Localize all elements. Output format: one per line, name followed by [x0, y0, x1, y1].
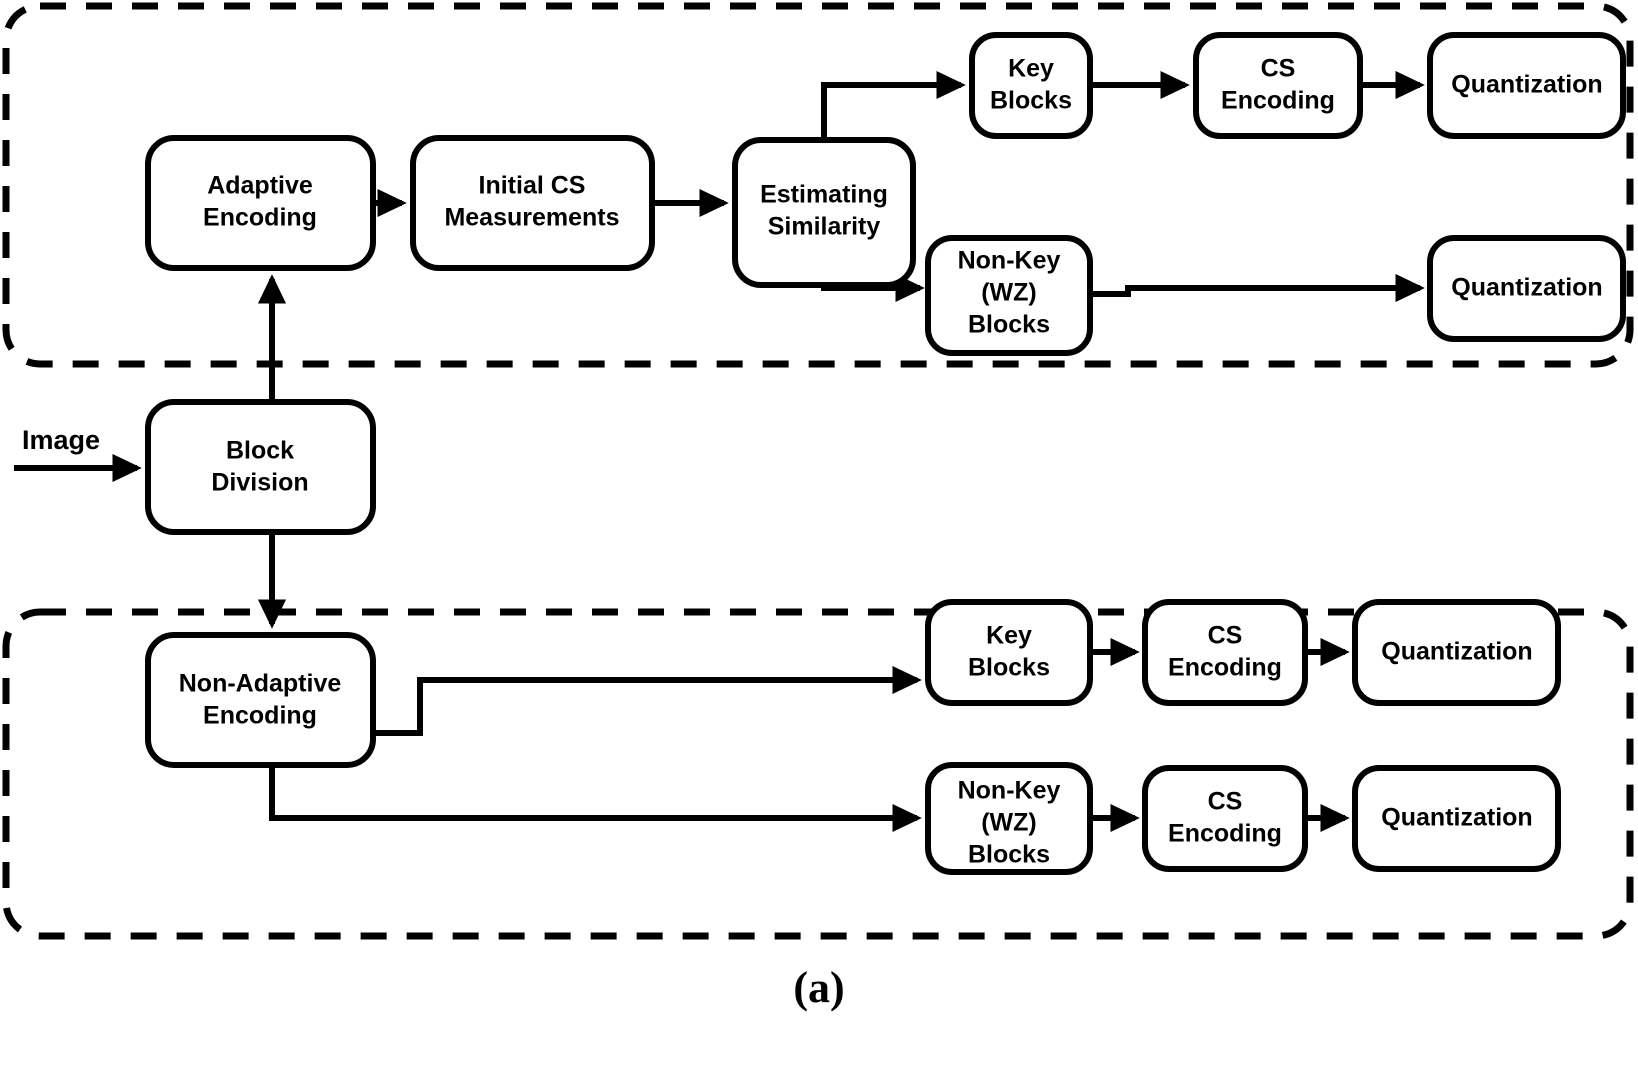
node-bot-cs-encoding-1-line2: Encoding	[1168, 654, 1282, 682]
node-top-cs-encoding-line1: CS	[1261, 55, 1296, 83]
node-top-quantization-2[interactable]: Quantization	[1427, 235, 1626, 342]
node-top-quantization-1-label: Quantization	[1451, 71, 1602, 99]
node-top-quantization-1-box[interactable]	[1427, 32, 1626, 139]
node-bot-non-key-blocks-box[interactable]	[925, 762, 1093, 875]
node-bot-key-blocks-line1: Key	[986, 622, 1032, 650]
node-block-division-box[interactable]	[145, 399, 376, 535]
node-bot-non-key-blocks[interactable]: Non-Key (WZ) Blocks	[925, 762, 1093, 875]
node-top-key-blocks-line1: Key	[1008, 55, 1054, 83]
node-bot-cs-encoding-1[interactable]: CS Encoding	[1142, 599, 1308, 706]
node-top-quantization-2-box[interactable]	[1427, 235, 1626, 342]
node-estimating-similarity-line1: Estimating	[760, 181, 888, 209]
node-bot-cs-encoding-2[interactable]: CS Encoding	[1142, 765, 1308, 872]
node-bot-quantization-2-box[interactable]	[1352, 765, 1561, 872]
node-top-non-key-line2: (WZ)	[981, 279, 1037, 307]
node-block-division-line1: Block	[226, 437, 294, 465]
node-top-non-key-blocks[interactable]: Non-Key (WZ) Blocks	[925, 235, 1093, 356]
node-initial-cs-line2: Measurements	[444, 204, 619, 232]
node-top-non-key-line3: Blocks	[968, 311, 1050, 339]
node-bot-non-key-line2: (WZ)	[981, 809, 1037, 837]
connector-top-nonkey-to-quantization	[1090, 273, 1425, 303]
node-top-key-blocks[interactable]: Key Blocks	[969, 32, 1093, 139]
figure-caption: (a)	[793, 963, 845, 1012]
node-bot-quantization-1[interactable]: Quantization	[1352, 599, 1561, 706]
node-adaptive-encoding-line2: Encoding	[203, 204, 317, 232]
node-non-adaptive-encoding-line1: Non-Adaptive	[179, 670, 342, 698]
node-bot-cs-encoding-2-box[interactable]	[1142, 765, 1308, 872]
node-bot-cs-encoding-2-line2: Encoding	[1168, 820, 1282, 848]
node-top-cs-encoding-line2: Encoding	[1221, 87, 1335, 115]
node-non-adaptive-encoding-box[interactable]	[145, 632, 376, 768]
node-top-cs-encoding-box[interactable]	[1193, 32, 1363, 139]
node-non-adaptive-encoding[interactable]: Non-Adaptive Encoding	[145, 632, 376, 768]
node-initial-cs-measurements-box[interactable]	[410, 135, 655, 271]
node-adaptive-encoding[interactable]: Adaptive Encoding	[145, 135, 376, 271]
node-top-key-blocks-line2: Blocks	[990, 87, 1072, 115]
input-image-label: Image	[22, 425, 100, 455]
node-initial-cs-line1: Initial CS	[479, 172, 586, 200]
node-bot-key-blocks-box[interactable]	[925, 599, 1093, 706]
node-bot-quantization-2-label: Quantization	[1381, 804, 1532, 832]
node-top-non-key-line1: Non-Key	[958, 247, 1061, 275]
top-dashed-panel	[2, 2, 1634, 368]
node-bot-key-blocks-line2: Blocks	[968, 654, 1050, 682]
node-adaptive-encoding-box[interactable]	[145, 135, 376, 271]
node-bot-key-blocks[interactable]: Key Blocks	[925, 599, 1093, 706]
node-bot-non-key-line3: Blocks	[968, 841, 1050, 869]
node-non-adaptive-encoding-line2: Encoding	[203, 702, 317, 730]
node-bot-cs-encoding-2-line1: CS	[1208, 788, 1243, 816]
connector-estimating-to-keyblocks	[821, 70, 966, 140]
connector-nonadaptive-to-keyblocks	[373, 665, 922, 736]
node-estimating-similarity[interactable]: Estimating Similarity	[732, 137, 916, 288]
node-bot-quantization-2[interactable]: Quantization	[1352, 765, 1561, 872]
node-estimating-similarity-line2: Similarity	[768, 213, 881, 241]
node-top-non-key-blocks-box[interactable]	[925, 235, 1093, 356]
bottom-dashed-panel	[2, 608, 1634, 940]
node-bot-quantization-1-box[interactable]	[1352, 599, 1561, 706]
connector-nonadaptive-to-nonkey	[269, 765, 922, 833]
node-adaptive-encoding-line1: Adaptive	[207, 172, 313, 200]
node-estimating-similarity-box[interactable]	[732, 137, 916, 288]
node-bot-non-key-line1: Non-Key	[958, 777, 1061, 805]
node-bot-cs-encoding-1-line1: CS	[1208, 622, 1243, 650]
node-top-cs-encoding[interactable]: CS Encoding	[1193, 32, 1363, 139]
node-top-key-blocks-box[interactable]	[969, 32, 1093, 139]
node-block-division[interactable]: Block Division	[145, 399, 376, 535]
node-top-quantization-2-label: Quantization	[1451, 274, 1602, 302]
node-bot-quantization-1-label: Quantization	[1381, 638, 1532, 666]
node-initial-cs-measurements[interactable]: Initial CS Measurements	[410, 135, 655, 271]
node-top-quantization-1[interactable]: Quantization	[1427, 32, 1626, 139]
node-bot-cs-encoding-1-box[interactable]	[1142, 599, 1308, 706]
node-block-division-line2: Division	[211, 469, 308, 497]
